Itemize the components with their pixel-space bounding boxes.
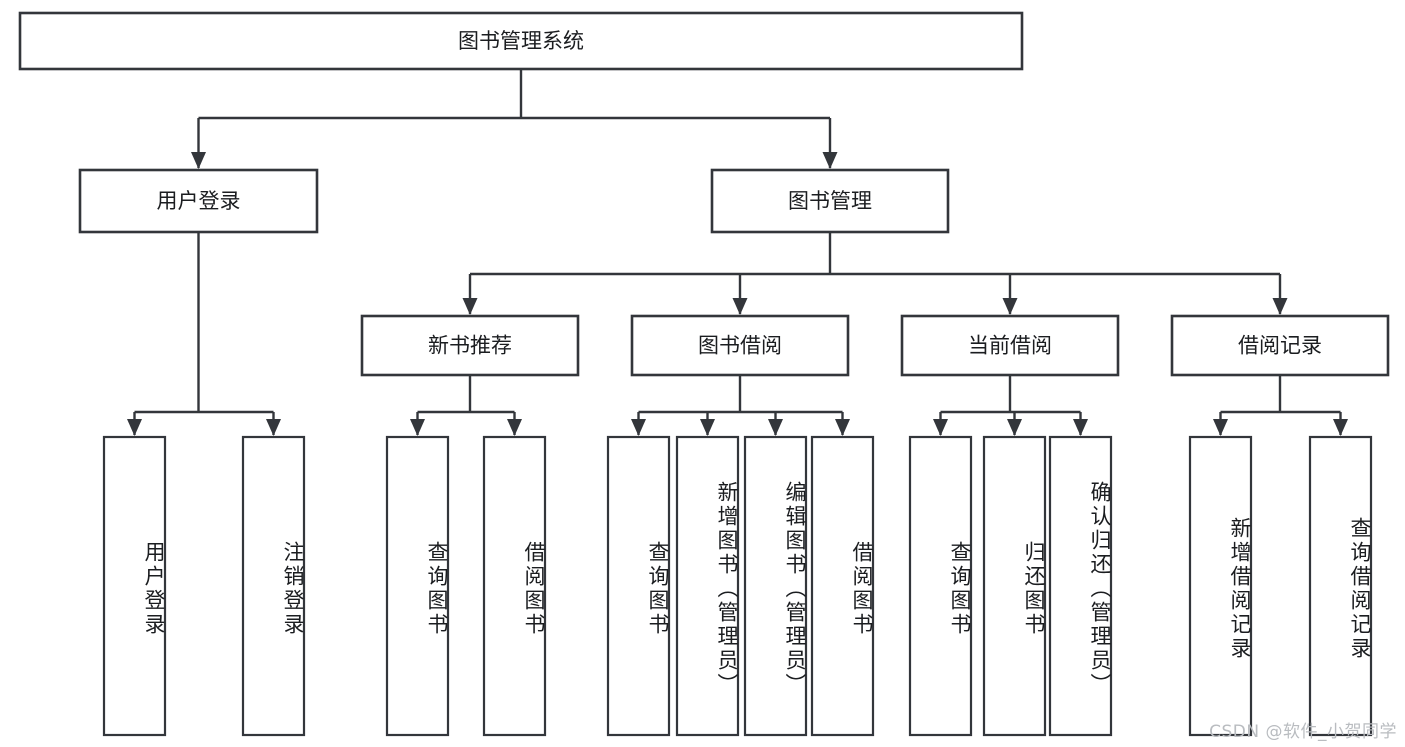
node-box-leaf-user-login[interactable] <box>102 435 167 737</box>
node-box-user-login[interactable] <box>78 168 319 234</box>
node-leaf-query-book-1[interactable] <box>385 435 450 737</box>
node-box-leaf-confirm-return[interactable] <box>1048 435 1113 737</box>
node-box-leaf-edit-book[interactable] <box>743 435 808 737</box>
node-label-current-borrow: 当前借阅 <box>968 334 1052 358</box>
node-leaf-user-logout[interactable] <box>241 435 306 737</box>
node-leaf-add-record[interactable] <box>1188 435 1253 737</box>
node-box-leaf-add-book[interactable] <box>675 435 740 737</box>
node-leaf-add-book[interactable] <box>675 435 740 737</box>
node-leaf-query-record[interactable] <box>1308 435 1373 737</box>
arrow-head-icon <box>1073 419 1088 436</box>
arrow-head-icon <box>191 152 206 169</box>
node-leaf-return-book[interactable] <box>982 435 1047 737</box>
node-current-borrow[interactable]: 当前借阅 <box>900 314 1120 377</box>
arrow-head-icon <box>732 298 748 315</box>
arrow-head-icon <box>768 419 783 436</box>
node-leaf-query-book-2[interactable] <box>606 435 671 737</box>
arrow-head-icon <box>835 419 850 436</box>
node-label-book-borrow: 图书借阅 <box>698 334 782 358</box>
arrow-head-icon <box>1007 419 1022 436</box>
arrow-head-icon <box>1272 298 1288 315</box>
node-leaf-user-login[interactable] <box>102 435 167 737</box>
arrow-head-icon <box>822 152 838 169</box>
node-leaf-borrow-book-1[interactable] <box>482 435 547 737</box>
node-label-user-login: 用户登录 <box>157 189 241 213</box>
arrow-head-icon <box>462 298 478 315</box>
node-book-manage[interactable]: 图书管理 <box>710 168 950 234</box>
node-book-borrow[interactable]: 图书借阅 <box>630 314 850 377</box>
arrow-head-icon <box>127 419 142 436</box>
node-leaf-edit-book[interactable] <box>743 435 808 737</box>
node-box-leaf-query-book-3[interactable] <box>908 435 973 737</box>
node-root[interactable]: 图书管理系统 <box>18 11 1024 71</box>
node-box-leaf-return-book[interactable] <box>982 435 1047 737</box>
node-label-root: 图书管理系统 <box>458 29 584 53</box>
node-box-leaf-borrow-book-1[interactable] <box>482 435 547 737</box>
arrow-head-icon <box>266 419 281 436</box>
arrow-head-icon <box>1002 298 1018 315</box>
node-box-book-manage[interactable] <box>710 168 950 234</box>
arrow-head-icon <box>507 419 522 436</box>
node-box-book-borrow[interactable] <box>630 314 850 377</box>
connector-layer <box>127 69 1348 436</box>
arrow-head-icon <box>933 419 948 436</box>
arrow-head-icon <box>1333 419 1348 436</box>
node-borrow-record[interactable]: 借阅记录 <box>1170 314 1390 377</box>
node-box-leaf-query-record[interactable] <box>1308 435 1373 737</box>
node-box-new-book-recommend[interactable] <box>360 314 580 377</box>
node-box-borrow-record[interactable] <box>1170 314 1390 377</box>
arrow-head-icon <box>700 419 715 436</box>
node-user-login[interactable]: 用户登录 <box>78 168 319 234</box>
node-box-leaf-add-record[interactable] <box>1188 435 1253 737</box>
node-label-borrow-record: 借阅记录 <box>1238 334 1322 358</box>
node-leaf-borrow-book-2[interactable] <box>810 435 875 737</box>
node-label-new-book-recommend: 新书推荐 <box>428 334 512 358</box>
node-new-book-recommend[interactable]: 新书推荐 <box>360 314 580 377</box>
node-box-leaf-query-book-2[interactable] <box>606 435 671 737</box>
node-box-current-borrow[interactable] <box>900 314 1120 377</box>
arrow-head-icon <box>1213 419 1228 436</box>
node-label-book-manage: 图书管理 <box>788 189 872 213</box>
node-box-leaf-query-book-1[interactable] <box>385 435 450 737</box>
arrow-head-icon <box>631 419 646 436</box>
node-leaf-confirm-return[interactable] <box>1048 435 1113 737</box>
watermark: CSDN @软件_小贺同学 <box>1209 722 1397 742</box>
node-box-root[interactable] <box>18 11 1024 71</box>
arrow-head-icon <box>410 419 425 436</box>
node-box-leaf-borrow-book-2[interactable] <box>810 435 875 737</box>
node-box-leaf-user-logout[interactable] <box>241 435 306 737</box>
node-leaf-query-book-3[interactable] <box>908 435 973 737</box>
